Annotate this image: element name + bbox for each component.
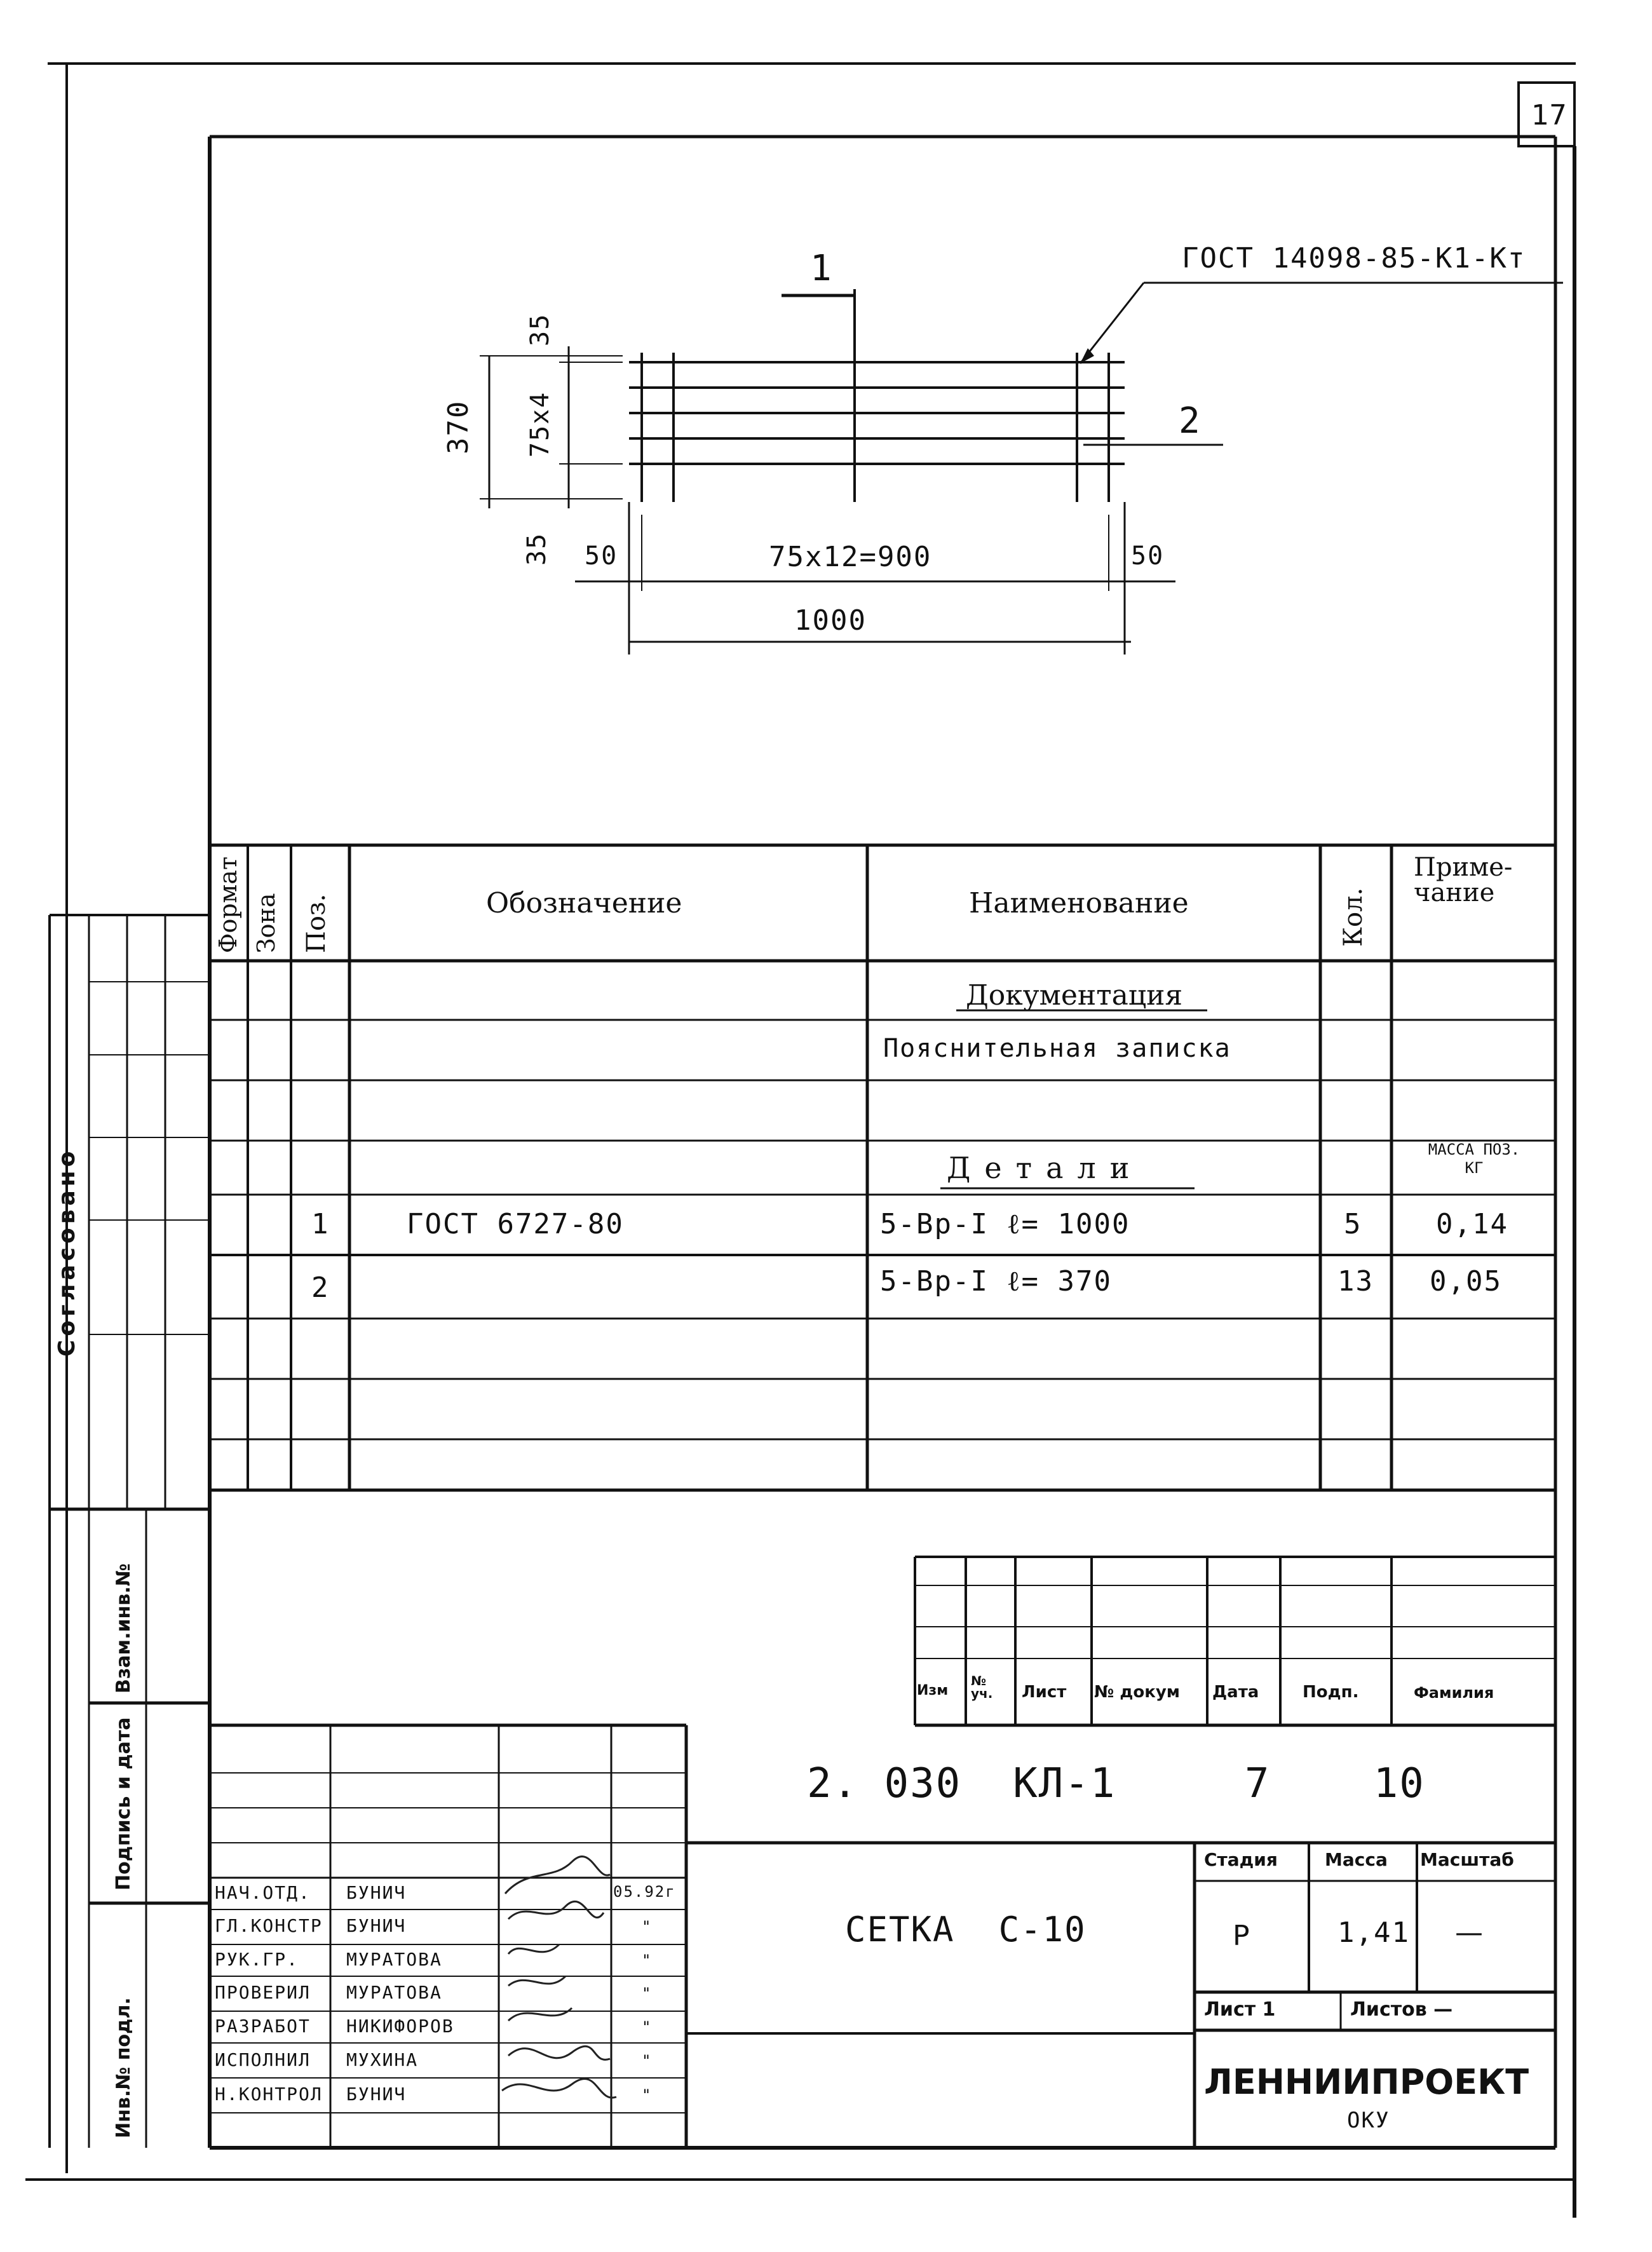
header-designation: Обозначение [486, 887, 682, 919]
scale-label: Масштаб [1420, 1849, 1514, 1870]
signer-role: РУК.ГР. [215, 1949, 299, 1970]
signer-role: ПРОВЕРИЛ [215, 1982, 311, 2003]
rev-header-uch: № уч. [971, 1673, 993, 1701]
margin-inv-replace: Взам.инв.№ [112, 1563, 135, 1693]
stage-value: Р [1233, 1920, 1250, 1952]
rev-header-date: Дата [1212, 1683, 1259, 1702]
doc-code: 2. 030 КЛ-1 7 10 [807, 1760, 1425, 1807]
dim-right-edge: 50 [1131, 541, 1165, 571]
header-qty: Кол. [1339, 887, 1368, 947]
sheet-number: 17 [1531, 99, 1567, 132]
note-mass-header: МАССА ПОЗ. КГ [1428, 1141, 1520, 1177]
dim-pitch-horizontal: 75х12=900 [769, 541, 932, 573]
section-mark: 1 [810, 248, 833, 289]
row1-name: 5-Вр-I ℓ= 1000 [880, 1208, 1130, 1240]
header-format: Формат [214, 857, 242, 953]
signer-role: ГЛ.КОНСТР [215, 1915, 323, 1936]
drawing-title: СЕТКА С-10 [845, 1909, 1087, 1950]
dim-height-total: 370 [442, 400, 475, 454]
row1-qty: 5 [1344, 1208, 1362, 1240]
signatures [501, 1855, 617, 2099]
gost-callout: ГОСТ 14098-85-К1-Кт [1182, 242, 1526, 275]
sheet-number-box [1517, 81, 1576, 147]
sheet-label: Лист 1 [1204, 1998, 1276, 2021]
signer-role: Н.КОНТРОЛ [215, 2084, 323, 2105]
signer-name: БУНИЧ [346, 2084, 407, 2105]
signer-date: " [642, 2018, 653, 2036]
dim-bottom-edge: 35 [522, 532, 552, 566]
signer-role: ИСПОЛНИЛ [215, 2049, 311, 2070]
signer-name: БУНИЧ [346, 1915, 407, 1936]
row2-note: 0,05 [1430, 1265, 1502, 1298]
doc-item: Пояснительная записка [883, 1034, 1231, 1063]
scale-value: — [1455, 1916, 1483, 1949]
row2-pos: 2 [311, 1272, 330, 1304]
row1-designation: ГОСТ 6727-80 [407, 1208, 624, 1240]
margin-sign-date: Подпись и дата [112, 1717, 135, 1890]
signer-name: МУРАТОВА [346, 1949, 442, 1970]
signer-role: РАЗРАБОТ [215, 2016, 311, 2037]
header-zone: Зона [252, 893, 280, 953]
rev-header-izm: Изм [917, 1683, 949, 1699]
margin-inv-orig: Инв.№ подл. [112, 1997, 135, 2138]
header-pos: Поз. [302, 893, 331, 954]
rev-header-sign: Подп. [1303, 1683, 1359, 1702]
signer-name: НИКИФОРОВ [346, 2016, 454, 2037]
signer-date: " [642, 2086, 653, 2104]
rev-header-doc: № докум [1094, 1683, 1181, 1702]
rev-header-name: Фамилия [1414, 1684, 1494, 1702]
mesh-drawing [480, 282, 1563, 655]
rev-header-list: Лист [1022, 1683, 1067, 1702]
signer-date: " [642, 1918, 653, 1936]
row1-pos: 1 [311, 1208, 330, 1240]
leader-arrowhead [1080, 348, 1094, 363]
sheets-label: Листов — [1350, 1998, 1453, 2021]
mass-value: 1,41 [1337, 1916, 1410, 1949]
signer-name: БУНИЧ [346, 1882, 407, 1903]
pos-mark-2: 2 [1179, 400, 1202, 442]
signer-date: " [642, 1951, 653, 1969]
signer-date: " [642, 1984, 653, 2002]
signer-date: " [642, 2052, 653, 2070]
row2-name: 5-Вр-I ℓ= 370 [880, 1265, 1112, 1298]
signer-date: 05.92г [613, 1883, 676, 1901]
org-dept: ОКУ [1347, 2108, 1390, 2133]
stage-label: Стадия [1204, 1849, 1278, 1870]
dim-top-edge: 35 [525, 313, 555, 346]
row2-qty: 13 [1337, 1265, 1374, 1298]
dim-left-edge: 50 [585, 541, 618, 571]
dim-length-total: 1000 [794, 604, 867, 637]
section-documentation: Документация [966, 979, 1183, 1012]
signer-name: МУРАТОВА [346, 1982, 442, 2003]
margin-agreed: Согласовано [54, 1147, 80, 1357]
signer-name: МУХИНА [346, 2049, 419, 2070]
header-name: Наименование [969, 887, 1189, 919]
dim-pitch-vertical: 75х4 [525, 391, 555, 458]
signer-role: НАЧ.ОТД. [215, 1882, 311, 1903]
row1-note: 0,14 [1436, 1208, 1508, 1240]
mass-label: Масса [1325, 1849, 1388, 1870]
section-details: Детали [947, 1151, 1144, 1185]
org-name: ЛЕННИИПРОЕКТ [1204, 2062, 1529, 2102]
header-note: Приме- чание [1414, 853, 1513, 907]
